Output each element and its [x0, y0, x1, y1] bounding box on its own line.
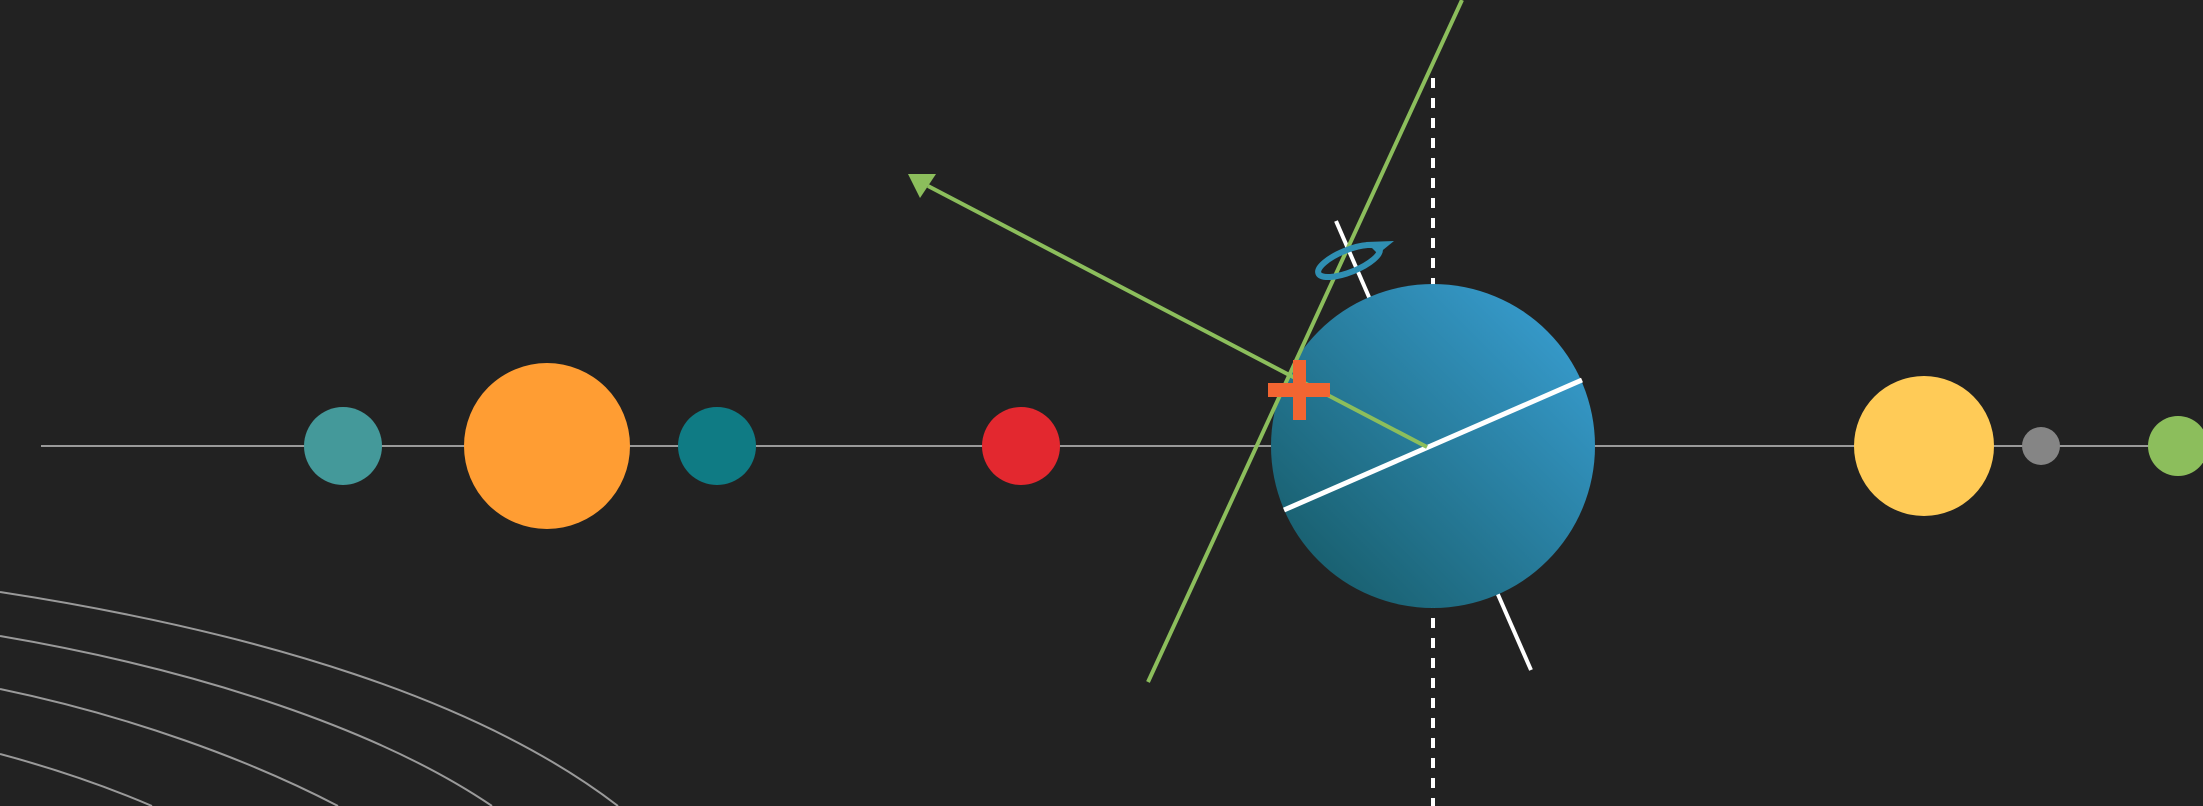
body-red[interactable] [982, 407, 1060, 485]
body-yellow[interactable] [1854, 376, 1994, 516]
orbit-arc-1 [0, 591, 619, 806]
plus-icon [1268, 360, 1330, 420]
rotation-axis-top [1334, 220, 1374, 305]
body-gray[interactable] [2022, 427, 2060, 465]
orbit-arc-2 [0, 635, 493, 806]
body-orange[interactable] [464, 363, 630, 529]
rotation-axis-bottom [1494, 589, 1533, 671]
orbit-arc-3 [0, 688, 339, 806]
body-teal-dark[interactable] [678, 407, 756, 485]
orbit-arc-4 [0, 753, 153, 806]
rotation-arrow-icon [1315, 241, 1394, 281]
body-green[interactable] [2148, 416, 2203, 476]
orbit-arcs [0, 591, 619, 806]
green-tilt-line [1146, 0, 1464, 683]
body-teal-light[interactable] [304, 407, 382, 485]
green-direction-arrow [927, 184, 1428, 449]
arrow-head-icon [908, 174, 936, 198]
planet-equator-line [1283, 377, 1583, 513]
